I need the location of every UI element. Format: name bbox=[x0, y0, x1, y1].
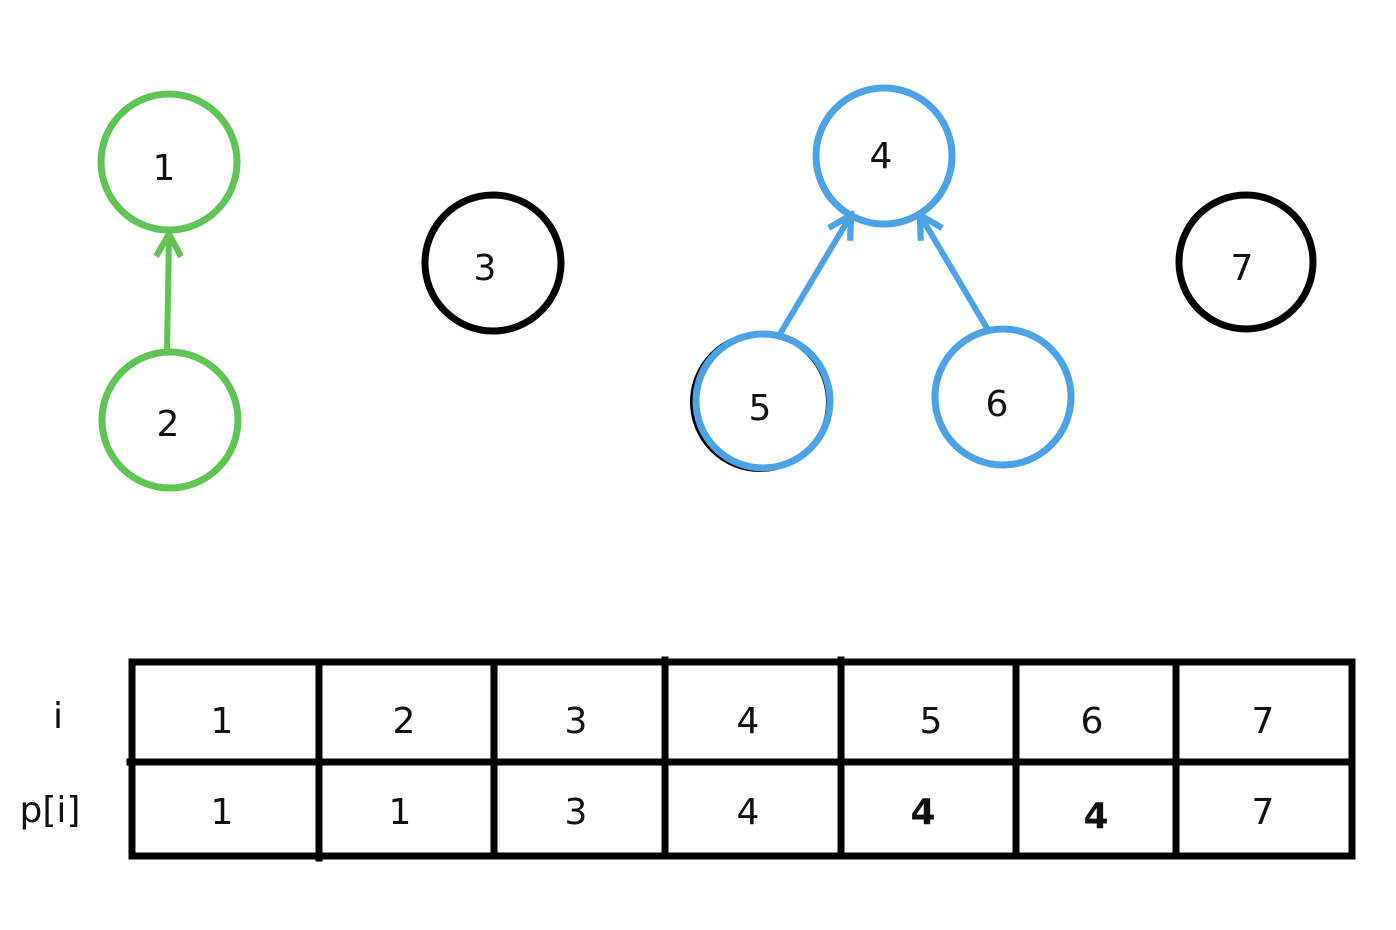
node-3: 3 bbox=[421, 191, 565, 335]
parent-array-table: i p[i] 1 2 3 4 5 6 7 1 1 3 4 4 bbox=[20, 656, 1356, 862]
edges bbox=[167, 215, 991, 355]
node-5: 5 bbox=[690, 330, 834, 472]
node-7: 7 bbox=[1175, 191, 1317, 333]
i-row: 1 2 3 4 5 6 7 bbox=[211, 701, 1275, 742]
row-label-i: i bbox=[53, 696, 63, 737]
table-cell-i-4: 4 bbox=[737, 701, 760, 742]
node-7-label: 7 bbox=[1231, 248, 1254, 289]
node-2-label: 2 bbox=[157, 404, 180, 445]
node-1-label: 1 bbox=[153, 148, 176, 189]
table-cell-i-2: 2 bbox=[393, 701, 416, 742]
table-cell-p-2: 1 bbox=[389, 792, 412, 833]
row-label-p: p[i] bbox=[20, 790, 81, 831]
edge-2-to-1 bbox=[167, 234, 169, 355]
table-cell-i-3: 3 bbox=[565, 701, 588, 742]
node-3-label: 3 bbox=[474, 248, 497, 289]
node-5-label: 5 bbox=[749, 388, 772, 429]
p-row: 1 1 3 4 4 4 7 bbox=[211, 792, 1275, 837]
node-4-label: 4 bbox=[870, 136, 893, 177]
table-cell-p-6: 4 bbox=[1083, 796, 1108, 837]
edge-5-to-4 bbox=[777, 215, 851, 337]
table-cell-i-5: 5 bbox=[920, 701, 943, 742]
node-2: 2 bbox=[98, 348, 242, 492]
node-6-label: 6 bbox=[986, 384, 1009, 425]
edge-6-to-4 bbox=[920, 215, 991, 333]
node-6: 6 bbox=[931, 325, 1075, 469]
node-4: 4 bbox=[812, 84, 956, 228]
table-cell-p-5: 4 bbox=[910, 792, 935, 833]
table-cell-p-7: 7 bbox=[1252, 792, 1275, 833]
node-1: 1 bbox=[97, 90, 241, 234]
table-grid bbox=[126, 656, 1356, 862]
table-cell-i-1: 1 bbox=[211, 701, 234, 742]
nodes: 1 2 3 4 5 6 7 bbox=[97, 84, 1317, 492]
table-cell-p-1: 1 bbox=[211, 792, 234, 833]
table-cell-i-6: 6 bbox=[1081, 701, 1104, 742]
table-cell-p-4: 4 bbox=[737, 792, 760, 833]
table-cell-p-3: 3 bbox=[565, 792, 588, 833]
table-cell-i-7: 7 bbox=[1252, 701, 1275, 742]
